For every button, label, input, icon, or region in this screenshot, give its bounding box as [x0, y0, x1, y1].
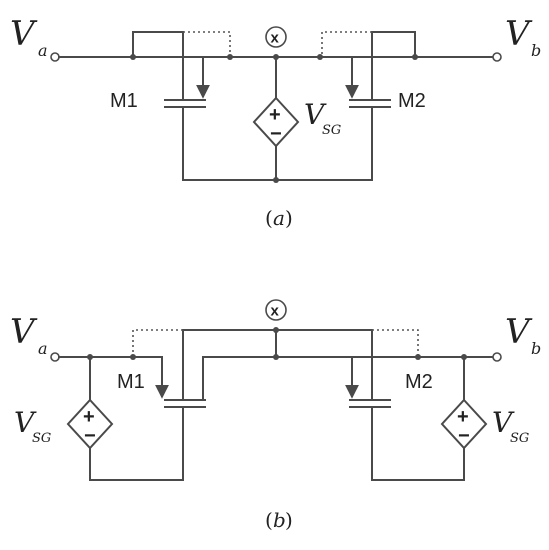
- node-x-label-a: x: [271, 30, 280, 47]
- node-b-m2-bulk: [415, 354, 421, 360]
- transistor-m1-a: [132, 31, 231, 181]
- node-b-center-bottom: [273, 354, 279, 360]
- va-label-b: V: [10, 312, 38, 352]
- vsg-sub-a: SG: [322, 123, 341, 138]
- wire-b-inner-bus: [202, 356, 353, 401]
- vsg-label-b-right: V: [492, 406, 515, 439]
- circuit-b: + − + − x V a V b M1 M2 V SG V SG ( b ): [10, 299, 541, 532]
- node-a-m2-left: [317, 54, 323, 60]
- node-b-center-top: [273, 327, 279, 333]
- m2-label-b: M2: [405, 371, 433, 393]
- caption-b-close: ): [285, 508, 293, 532]
- vsg-sub-b-left: SG: [32, 431, 51, 446]
- vsg-b-right-minus: −: [458, 425, 470, 447]
- vsg-a-minus: −: [270, 123, 282, 145]
- circuit-a: + − x V a V b M1 M2 V SG ( a ): [10, 14, 541, 230]
- vb-sub-b: b: [531, 339, 541, 358]
- vsg-b-left-plus: +: [83, 406, 95, 428]
- node-x-marker-b: [265, 299, 287, 321]
- caption-a-close: ): [285, 206, 293, 230]
- node-x-marker-a: [265, 26, 287, 48]
- caption-a-open: (: [265, 206, 273, 230]
- vsg-a-plus: +: [269, 104, 281, 126]
- node-a-m2-right: [412, 54, 418, 60]
- vb-terminal-a: [492, 52, 502, 62]
- node-a-center: [273, 54, 279, 60]
- vsg-label-a: V: [304, 98, 327, 131]
- m2-a-body-arrow: [319, 56, 359, 99]
- vb-label-b: V: [505, 312, 533, 352]
- vb-label-a: V: [505, 14, 533, 54]
- m2-a-drain-loop: [371, 31, 416, 101]
- va-label-a: V: [10, 14, 38, 54]
- node-a-m1-right: [227, 54, 233, 60]
- m2-b-gate-lead: [371, 406, 465, 481]
- va-terminal-b: [50, 352, 60, 362]
- va-terminal-a: [50, 52, 60, 62]
- node-a-bottom: [273, 177, 279, 183]
- wire-b-top-bus: [182, 329, 373, 401]
- m2-b-bulk-dotted: [372, 329, 419, 357]
- va-sub-b: a: [38, 339, 48, 358]
- caption-b-letter: b: [273, 508, 286, 532]
- node-b-left-vsg: [87, 354, 93, 360]
- node-b-m1-bulk: [130, 354, 136, 360]
- node-x-label-b: x: [271, 303, 280, 320]
- node-b-right-vsg: [461, 354, 467, 360]
- vsg-sub-b-right: SG: [510, 431, 529, 446]
- m1-a-drain-loop: [132, 31, 184, 101]
- m2-a-bulk-dotted: [321, 31, 372, 57]
- m1-a-body-arrow: [196, 56, 231, 99]
- m1-a-bulk-dotted: [183, 31, 231, 57]
- vsg-label-b-left: V: [14, 406, 37, 439]
- m1-b-bulk-dotted: [132, 329, 183, 357]
- vb-terminal-b: [492, 352, 502, 362]
- m1-label-a: M1: [110, 90, 138, 112]
- va-sub-a: a: [38, 41, 48, 60]
- m1-label-b: M1: [117, 371, 145, 393]
- vb-sub-a: b: [531, 41, 541, 60]
- m2-label-a: M2: [398, 90, 426, 112]
- caption-b-open: (: [265, 508, 273, 532]
- caption-a-letter: a: [273, 206, 285, 230]
- vsg-b-left-minus: −: [84, 425, 96, 447]
- node-a-m1-left: [130, 54, 136, 60]
- vsg-b-right-plus: +: [457, 406, 469, 428]
- transistor-m2-a: [319, 31, 416, 181]
- m1-b-gate-lead: [89, 406, 184, 481]
